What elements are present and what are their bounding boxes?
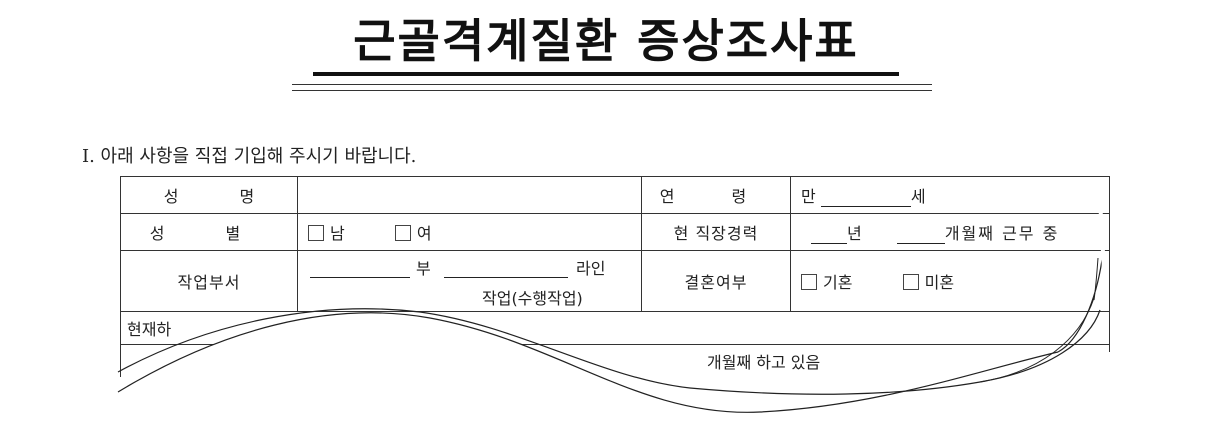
career-year-unit: 년 bbox=[847, 224, 862, 243]
instruction-text: I. 아래 사항을 직접 기입해 주시기 바랍니다. bbox=[82, 146, 417, 167]
current-work-label: 현재하 bbox=[127, 320, 172, 339]
female-label: 여 bbox=[416, 224, 432, 243]
dept-bu-blank[interactable] bbox=[310, 259, 410, 278]
age-prefix: 만 bbox=[801, 187, 816, 206]
career-label: 현 직장경력 bbox=[641, 213, 791, 251]
female-checkbox[interactable] bbox=[394, 225, 411, 241]
age-blank[interactable] bbox=[820, 188, 911, 207]
form-row-dept: 작업부서 부 라인 작업(수행작업) 결혼여부 기혼 미혼 bbox=[120, 250, 1110, 312]
single-label: 미혼 bbox=[924, 273, 955, 292]
dept-line-blank[interactable] bbox=[444, 259, 568, 278]
age-suffix: 세 bbox=[910, 187, 926, 206]
dept-bu-unit: 부 bbox=[416, 259, 431, 278]
career-month-blank[interactable] bbox=[896, 225, 945, 244]
name-label: 성 명 bbox=[120, 176, 298, 214]
gender-options: 남 여 bbox=[297, 213, 642, 251]
form-row-name: 성 명 연 령 만 세 bbox=[120, 176, 1110, 214]
current-work-label-cell: 현재하 bbox=[120, 311, 1110, 345]
married-checkbox[interactable] bbox=[801, 274, 817, 290]
title-double-underline bbox=[292, 84, 932, 91]
document-title: 근골격계질환 증상조사표 bbox=[313, 12, 899, 76]
form-row-current-detail: 개월째 하고 있음 bbox=[120, 344, 1110, 377]
form-row-current: 현재하 bbox=[120, 311, 1110, 345]
name-input[interactable] bbox=[297, 176, 642, 214]
gender-label: 성 별 bbox=[120, 213, 298, 251]
marriage-label: 결혼여부 bbox=[641, 250, 791, 312]
married-label: 기혼 bbox=[823, 273, 853, 292]
marriage-options: 기혼 미혼 bbox=[790, 250, 1110, 312]
male-checkbox[interactable] bbox=[308, 225, 324, 241]
form-row-gender: 성 별 남 여 현 직장경력 년 개월째 근무 중 bbox=[120, 213, 1110, 251]
current-detail-cell: 개월째 하고 있음 bbox=[120, 344, 1110, 377]
title-area: 근골격계질환 증상조사표 bbox=[0, 12, 1212, 76]
age-label: 연 령 bbox=[641, 176, 791, 214]
dept-line-unit: 라인 bbox=[576, 259, 606, 278]
dept-field: 부 라인 작업(수행작업) bbox=[297, 250, 642, 312]
dept-task-unit: 작업(수행작업) bbox=[482, 289, 583, 308]
survey-form-table: 성 명 연 령 만 세 성 별 남 여 현 직장경력 년 개월째 근무 중 작업… bbox=[120, 176, 1110, 377]
career-month-unit: 개월째 근무 중 bbox=[944, 224, 1060, 243]
age-field[interactable]: 만 세 bbox=[790, 176, 1110, 214]
career-field: 년 개월째 근무 중 bbox=[790, 213, 1110, 251]
dept-label: 작업부서 bbox=[120, 250, 298, 312]
current-detail-text: 개월째 하고 있음 bbox=[707, 353, 821, 372]
single-checkbox[interactable] bbox=[902, 274, 919, 290]
male-label: 남 bbox=[330, 224, 345, 243]
career-year-blank[interactable] bbox=[811, 225, 847, 244]
